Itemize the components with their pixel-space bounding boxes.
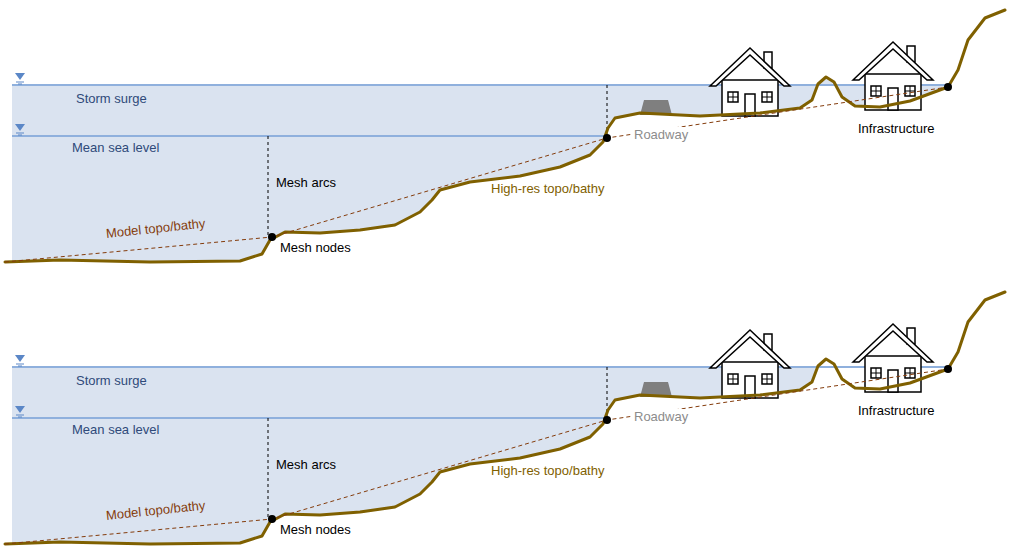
mesh-label: Mesh arcs	[276, 175, 336, 190]
mesh-label: Mesh nodes	[280, 240, 351, 255]
terrain-label: High-res topo/bathy	[491, 181, 604, 196]
mesh-label: Mesh nodes	[280, 522, 351, 537]
water-level-label: Storm surge	[76, 373, 147, 388]
water-level-label: Mean sea level	[72, 140, 159, 155]
water-level-label: Storm surge	[76, 91, 147, 106]
roadway-label: Roadway	[632, 127, 690, 142]
terrain-label: High-res topo/bathy	[491, 463, 604, 478]
roadway-label: Roadway	[632, 409, 690, 424]
top-panel	[5, 10, 1005, 262]
water-level-label: Mean sea level	[72, 422, 159, 437]
infrastructure-label: Infrastructure	[858, 403, 935, 418]
mesh-label: Mesh arcs	[276, 457, 336, 472]
bottom-panel	[5, 292, 1005, 544]
infrastructure-label: Infrastructure	[858, 121, 935, 136]
